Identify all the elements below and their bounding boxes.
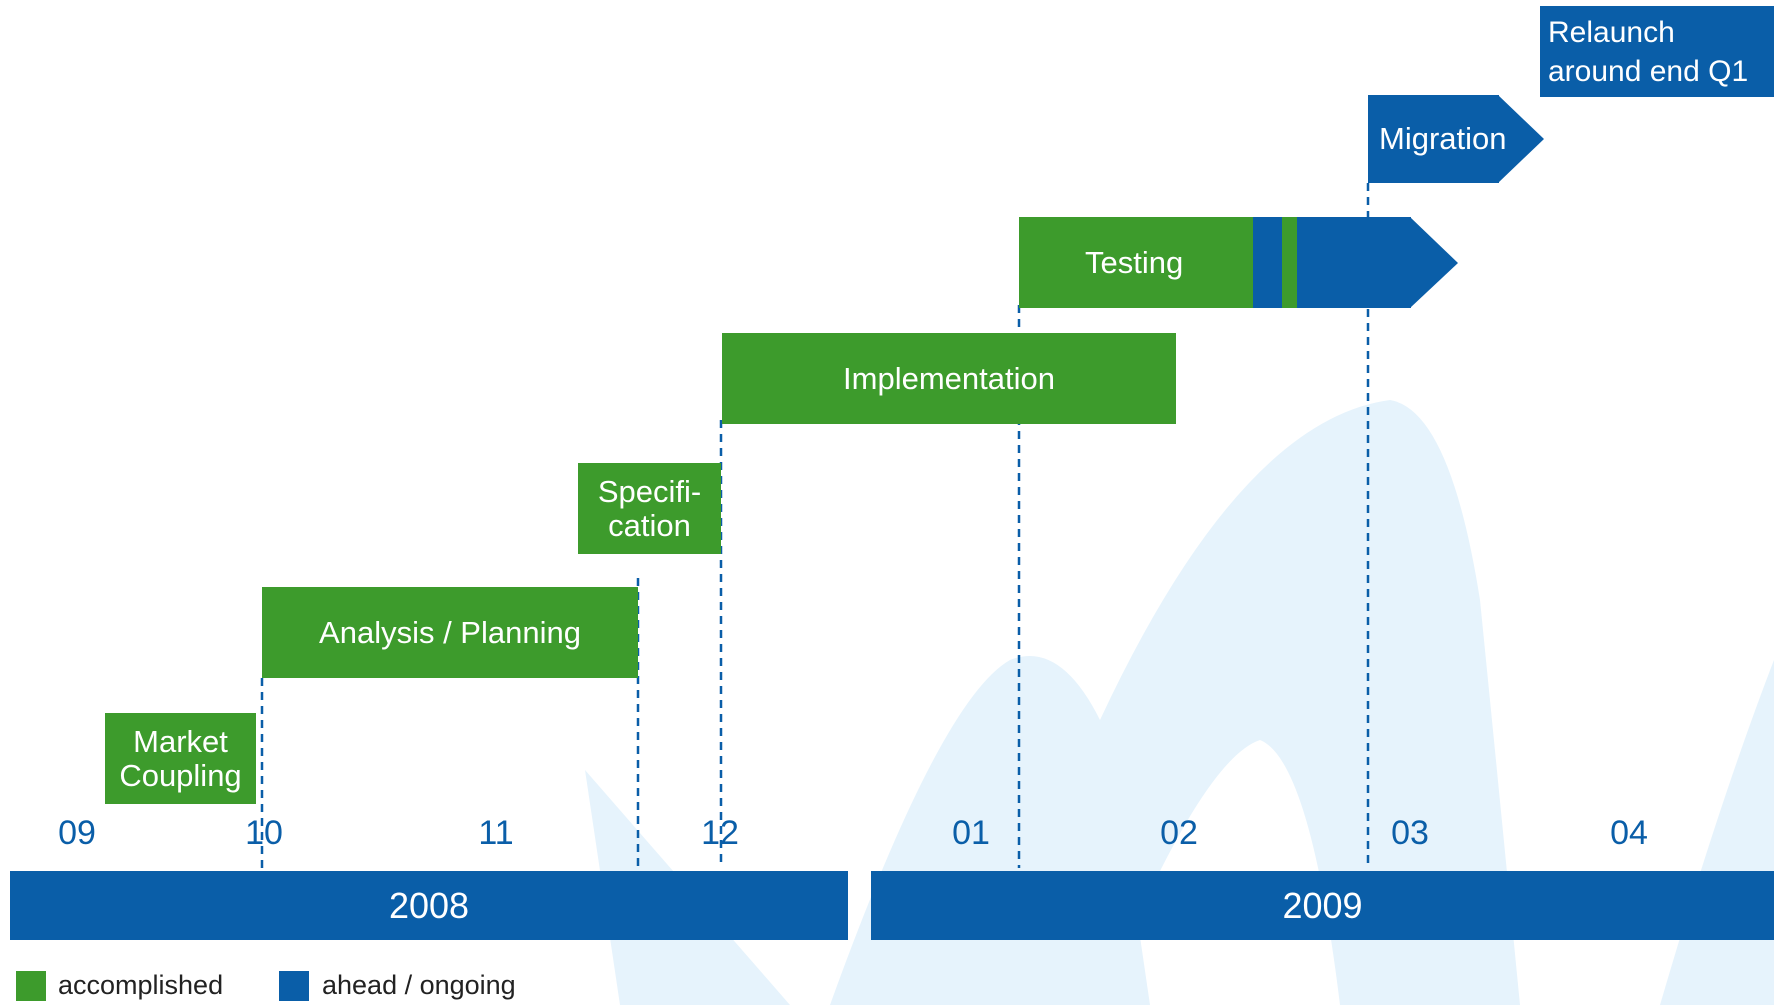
legend-swatch-accomplished [16,971,46,1001]
phase-implementation: Implementation [722,333,1176,424]
phase-market-coupling: Market Coupling [105,713,256,804]
month-label: 12 [701,814,739,852]
phase-migration: Migration [1368,95,1507,183]
phase-specification: Specifi- cation [578,463,721,554]
year-bar-2008: 2008 [10,871,848,940]
year-bar-2009: 2009 [871,871,1774,940]
month-label: 01 [952,814,990,852]
legend-label-ongoing: ahead / ongoing [322,970,516,1000]
month-label: 02 [1160,814,1198,852]
month-label: 10 [245,814,283,852]
month-label: 11 [478,814,514,852]
milestone-relaunch: Relaunch around end Q1 [1540,6,1774,97]
phase-testing-ongoing [1250,217,1411,308]
month-label: 04 [1610,814,1648,852]
testing-arrow-head [1410,217,1458,308]
migration-arrow-head [1498,95,1544,183]
testing-progress-stripe [1282,217,1297,308]
legend-label-accomplished: accomplished [58,970,224,1000]
month-label: 09 [58,814,96,852]
phase-analysis-planning: Analysis / Planning [262,587,638,678]
phase-testing: Testing [1019,217,1253,308]
legend-swatch-ongoing [279,971,309,1001]
month-label: 03 [1391,814,1429,852]
